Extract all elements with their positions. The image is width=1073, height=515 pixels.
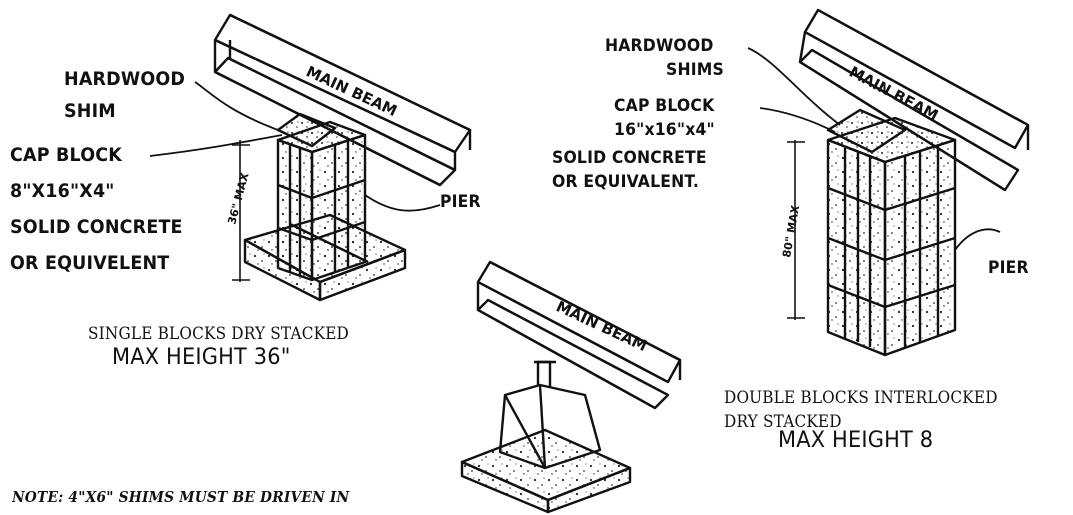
right-cap-label-line4: OR EQUIVALENT.	[552, 172, 699, 192]
left-footing	[243, 213, 407, 302]
left-cap-leader	[149, 134, 283, 157]
left-shim-leader	[194, 81, 279, 131]
left-figure: MAIN BEAM 36" MAX	[149, 13, 472, 302]
right-figure: MAIN BEAM 80" MAX	[747, 8, 1030, 357]
right-cap-label-line3: SOLID CONCRETE	[552, 148, 707, 168]
left-caption-line1: SINGLE BLOCKS DRY STACKED	[88, 324, 350, 344]
right-shim-label-line1: HARDWOOD	[605, 36, 714, 56]
shim-note: NOTE: 4"X6" SHIMS MUST BE DRIVEN IN	[12, 488, 350, 506]
right-cap-label-line1: CAP BLOCK	[614, 96, 715, 116]
left-caption-line2: MAX HEIGHT 36"	[112, 345, 291, 370]
right-dimension	[787, 140, 805, 320]
left-cap-label-line1: CAP BLOCK	[10, 144, 122, 166]
left-dimension	[232, 140, 250, 282]
left-cap-label-line4: OR EQUIVELENT	[10, 252, 170, 274]
right-caption-line1: DOUBLE BLOCKS INTERLOCKED	[724, 388, 998, 408]
right-caption-line3: MAX HEIGHT 8	[778, 428, 934, 453]
right-pier-label: PIER	[988, 258, 1029, 278]
right-shim-label-line2: SHIMS	[666, 60, 724, 80]
left-cap-label-line2: 8"X16"X4"	[10, 180, 115, 202]
left-pier-leader	[364, 194, 441, 212]
center-main-beam	[476, 260, 682, 410]
right-shim-leader	[747, 47, 841, 126]
right-cap-label-line2: 16"x16"x4"	[614, 120, 715, 140]
left-pier-label: PIER	[440, 192, 481, 212]
left-cap-label-line3: SOLID CONCRETE	[10, 216, 183, 238]
right-cap-leader	[759, 107, 836, 133]
right-pier	[826, 116, 957, 357]
left-shim-label-line2: SHIM	[64, 100, 116, 122]
right-caption-line2: DRY STACKED	[724, 412, 842, 432]
right-dim-label: 80" MAX	[780, 204, 802, 259]
center-base-pad	[460, 428, 632, 514]
left-main-beam	[213, 13, 472, 187]
right-pier-leader	[954, 228, 1001, 251]
left-shim-label-line1: HARDWOOD	[64, 68, 186, 90]
center-figure: MAIN BEAM	[460, 260, 682, 514]
left-dim-label: 36" MAX	[225, 171, 251, 226]
